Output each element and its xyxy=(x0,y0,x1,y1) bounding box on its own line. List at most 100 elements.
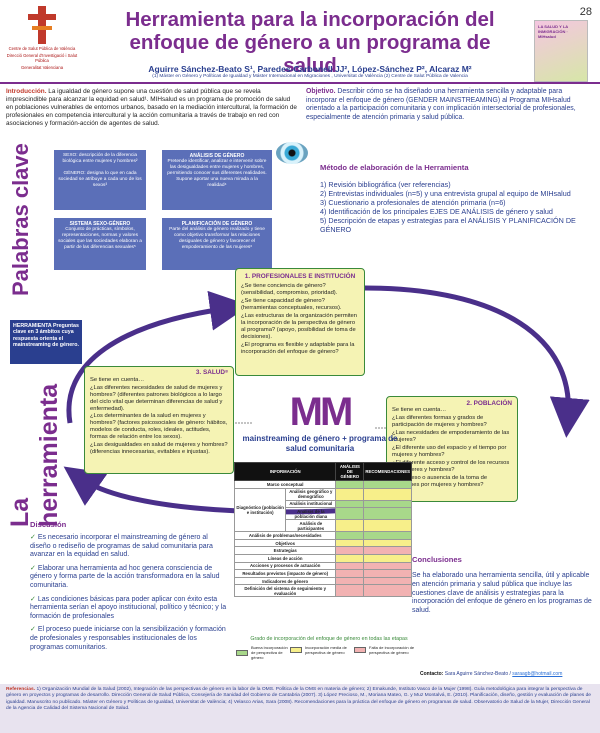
legend-lack: Falta de incorporación de perspectiva de… xyxy=(354,645,415,655)
box-poblacion-q4: ¿El diferente acceso y control de los re… xyxy=(392,460,510,473)
keyword-sistema-sexo-genero: SISTEMA SEXO-GÉNERO Conjunto de práctica… xyxy=(54,218,146,270)
intro-text: La igualdad de género supone una cuestió… xyxy=(6,88,297,128)
contact: Contacto: Sara Aguirre Sánchez-Beato / s… xyxy=(420,671,596,677)
box-salud-title: 3. SALUD⁸ xyxy=(195,369,228,376)
logo-line-2: Direcció General d'Investigació i Salut … xyxy=(6,53,78,63)
box-poblacion-title: 2. POBLACIÓN xyxy=(466,400,512,407)
table-cell-recomendaciones xyxy=(363,538,412,548)
legend-good: Buena incorporación de perspectiva de gé… xyxy=(236,645,291,660)
mm-caption: mainstreaming de género + programa de sa… xyxy=(242,434,398,453)
table-row-label: Análisis de participantes xyxy=(285,519,337,533)
references-text: 1) Organización Mundial de la Salud (200… xyxy=(6,687,592,711)
table-row-label: Acciones y procesos de actuación xyxy=(233,561,337,571)
table-row: Objetivos xyxy=(233,538,412,548)
discussion-item: El proceso puede iniciarse con la sensib… xyxy=(30,626,228,652)
table-cell-recomendaciones xyxy=(363,576,412,586)
table-cell-analisis xyxy=(335,538,365,548)
objective-lead: Objetivo. xyxy=(306,88,336,95)
table-row-label: Marco conceptual xyxy=(233,480,337,489)
contact-name: Sara Aguirre Sánchez-Beato / xyxy=(443,671,513,677)
introduction: Introducción. La igualdad de género supo… xyxy=(6,88,298,128)
table-cell-analisis xyxy=(335,480,365,489)
grade-title: Grado de incorporación del enfoque de gé… xyxy=(250,636,408,642)
box-inst-q4: ¿El programa es flexible y adaptable par… xyxy=(241,342,355,355)
logo-line-1: Centre de Salut Pública de València xyxy=(8,46,76,51)
table-cell-analisis xyxy=(335,561,365,571)
authors: Aguirre Sánchez-Beato S¹, Paredes-Carbon… xyxy=(148,64,472,74)
legend-label-good: Buena incorporación de perspectiva de gé… xyxy=(251,645,288,660)
table-cell-recomendaciones xyxy=(363,507,412,521)
box-salud: 3. SALUD⁸ Se tiene en cuenta… ¿Las difer… xyxy=(84,366,234,474)
box-poblacion-q5: ¿El acceso o ausencia de la toma de deci… xyxy=(392,475,488,488)
contact-label: Contacto: xyxy=(420,671,444,677)
box-inst-q1: ¿Se tiene conciencia de género? (sensibi… xyxy=(241,283,338,296)
contact-email-link[interactable]: saraagb@hotmail.com xyxy=(512,671,563,677)
discussion-title: Discusión xyxy=(30,520,67,529)
table-cell-recomendaciones xyxy=(363,553,412,563)
table-group-label: Diagnóstico (población e institución) xyxy=(233,487,287,533)
table-cell-analisis xyxy=(335,519,365,533)
legend-swatch-good xyxy=(236,649,248,656)
table-cell-recomendaciones xyxy=(363,519,412,533)
keyword-planificacion-title: PLANIFICACIÓN DE GÉNERO xyxy=(181,221,253,227)
keyword-analisis-title: ANÁLISIS DE GÉNERO xyxy=(189,153,245,159)
table-cell-recomendaciones xyxy=(363,561,412,571)
keyword-analisis-text: Pretende identificar, analizar e interve… xyxy=(167,159,267,188)
table-row: Análisis de problemas/necesidades xyxy=(233,531,412,540)
table-cell-recomendaciones xyxy=(363,531,412,540)
conclusions-text: Se ha elaborado una herramienta sencilla… xyxy=(412,572,592,615)
box-salud-q2: ¿Los determinantes de la salud en mujere… xyxy=(90,413,228,441)
objective-text: Describir cómo se ha diseñado una herram… xyxy=(306,88,576,121)
table-cell-analisis xyxy=(335,576,365,586)
table-row-label: Indicadores de género xyxy=(233,576,337,586)
method-step: 1) Revisión bibliográfica (ver referenci… xyxy=(320,180,451,189)
references-lead: Referencias. xyxy=(6,687,36,692)
conclusions-title: Conclusiones xyxy=(412,555,462,564)
discussion-item: Es necesario incorporar el mainstreaming… xyxy=(30,534,228,560)
box-poblacion: 2. POBLACIÓN Se tiene en cuenta… ¿Las di… xyxy=(386,396,518,502)
table-row-label: Análisis de la población diana xyxy=(285,507,337,521)
table-cell-analisis xyxy=(335,546,365,555)
table-row: Indicadores de género xyxy=(233,576,412,586)
table-row-label: Resultados previstos (impacto de género) xyxy=(233,569,337,578)
legend-swatch-medium xyxy=(290,647,302,653)
eye-icon xyxy=(276,142,308,164)
header-divider xyxy=(0,82,600,84)
keyword-sexo-title: SEXO: descripción de la diferencia bioló… xyxy=(62,153,138,164)
keyword-sistema-text: Conjunto de prácticas, símbolos, represe… xyxy=(58,227,142,250)
objective: Objetivo. Describir cómo se ha diseñado … xyxy=(306,88,594,122)
table-row: Definición del sistema de seguimiento y … xyxy=(233,584,412,598)
box-inst-title: 1. PROFESIONALES E INSTITUCIÓN xyxy=(244,273,356,280)
box-salud-q1: ¿Las diferentes necesidades de salud de … xyxy=(90,384,223,412)
keyword-planificacion-text: Parte del análisis de género realizado y… xyxy=(169,227,265,250)
table-row: Marco conceptual xyxy=(233,480,412,489)
table-cell-recomendaciones xyxy=(363,480,412,489)
table-row: Análisis de participantes xyxy=(235,519,412,533)
cover-text: LA SALUD Y LA INMIGRACIÓN · MIHsalud xyxy=(538,24,569,39)
box-profesionales-institucion: 1. PROFESIONALES E INSTITUCIÓN ¿Se tiene… xyxy=(235,268,365,376)
box-inst-q2: ¿Se tiene capacidad de género? (herramie… xyxy=(241,298,342,311)
box-poblacion-q2: ¿Las necesidades de empoderamiento de la… xyxy=(392,430,510,443)
table-cell-analisis xyxy=(335,584,365,598)
page-number: 28 xyxy=(579,6,592,18)
method-title: Método de elaboración de la Herramienta xyxy=(320,163,469,172)
table-row: Líneas de acción xyxy=(233,553,412,563)
discussion-item: Las condiciones básicas para poder aplic… xyxy=(30,596,228,622)
legend-swatch-lack xyxy=(354,647,366,653)
table-row-label: Objetivos xyxy=(233,538,337,548)
box-poblacion-q1: ¿Las diferentes formas y grados de parti… xyxy=(392,415,487,428)
legend-label-lack: Falta de incorporación de perspectiva de… xyxy=(369,645,415,655)
herramienta-callout: HERRAMIENTA Preguntas clave en 3 ámbitos… xyxy=(10,320,82,364)
legend-label-medium: Incorporación media de perspectiva de gé… xyxy=(305,645,347,655)
poster-title: Herramienta para la incorporación del en… xyxy=(125,8,495,77)
table-cell-analisis xyxy=(335,553,365,563)
table-row: Diagnóstico (población e institución)Aná… xyxy=(233,487,412,533)
method-step: 3) Cuestionario a profesionales de atenc… xyxy=(320,198,506,207)
table-cell-analisis xyxy=(335,487,365,501)
mainstreaming-center: MM mainstreaming de género + programa de… xyxy=(240,392,400,453)
keyword-sexo-text: GÉNERO: designa lo que en cada sociedad … xyxy=(58,171,142,188)
method-step: 2) Entrevistas individuales (n=5) y una … xyxy=(320,189,571,198)
logo-line-3: Generalitat Valenciana xyxy=(20,65,64,70)
table-cell-analisis xyxy=(335,499,365,509)
